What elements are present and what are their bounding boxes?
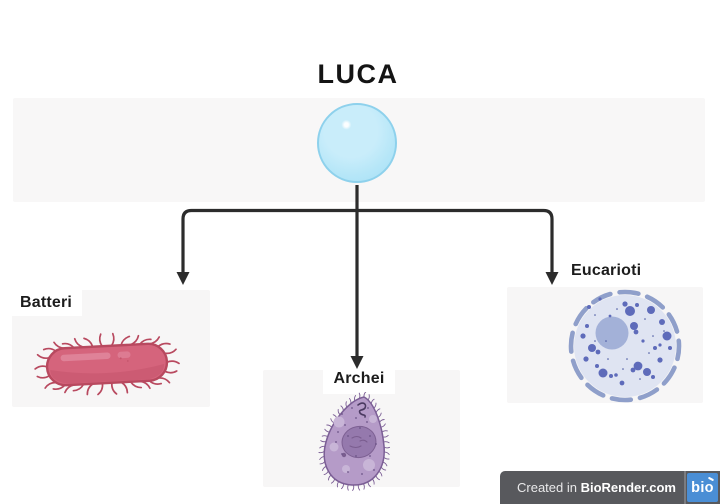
arrowhead-right: [545, 272, 559, 285]
node-label-eucarioti: Eucarioti: [571, 262, 642, 279]
luca-cell-icon: [317, 103, 397, 183]
watermark-brand: BioRender.com: [580, 480, 676, 495]
archei-label-chip: [323, 366, 395, 394]
batteri-label-chip: [6, 287, 82, 316]
eukaryote-nucleus: [595, 316, 629, 350]
watermark-bar: Created in BioRender.com: [500, 471, 720, 504]
archaeon-speckles: [335, 407, 377, 475]
arrow-branch: [181, 208, 554, 273]
arrowhead-left: [176, 272, 190, 285]
node-label-archei: Archei: [333, 370, 385, 387]
archaeon-nucleoid: [341, 425, 377, 459]
eukaryote-organelle-dots: [580, 297, 672, 386]
node-label-batteri: Batteri: [20, 294, 73, 311]
watermark-divider: [684, 471, 686, 504]
archaeon-light-patches: [329, 415, 377, 473]
bacterium-icon: [34, 332, 180, 396]
eukaryote-speckles: [594, 308, 665, 380]
eukaryote-cell-icon: [568, 289, 682, 403]
eukaryote-membrane: [568, 289, 682, 403]
watermark-text: Created in: [517, 480, 581, 495]
page-title: LUCA: [317, 59, 399, 89]
biorender-logo-icon: bio: [687, 473, 718, 502]
archaeon-icon: [318, 392, 391, 491]
archaeon-dark-curl: [357, 402, 367, 418]
